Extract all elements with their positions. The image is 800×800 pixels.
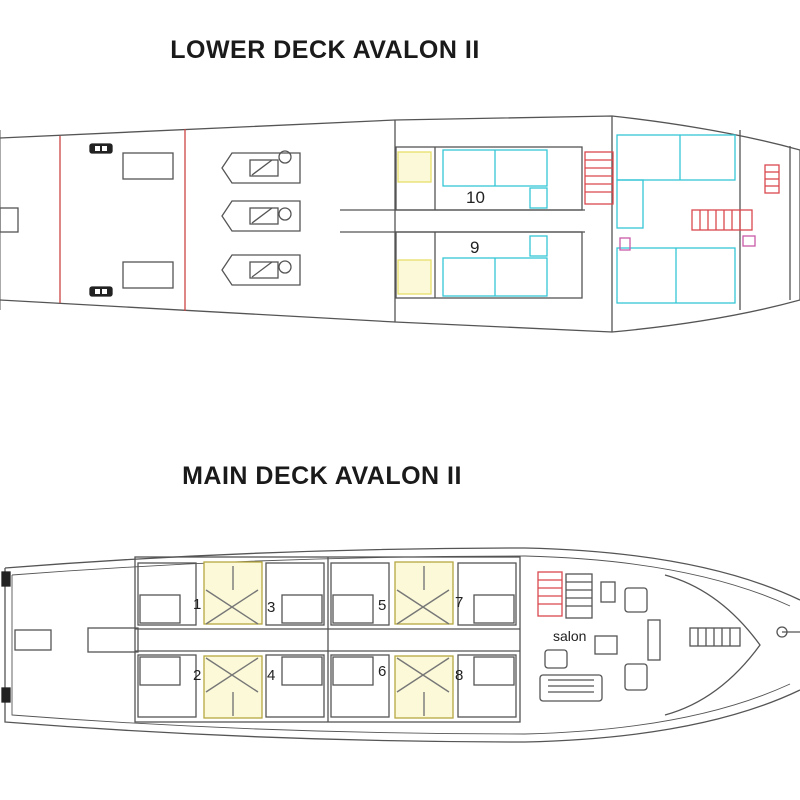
cabin-6 [330, 654, 390, 718]
cabin-2 [137, 654, 197, 718]
cabin-number: 4 [267, 667, 275, 684]
cabin-number: 10 [466, 188, 485, 207]
cabin-number: 1 [193, 596, 201, 613]
main-deck-hull [4, 547, 800, 743]
cabin-number: 3 [267, 599, 275, 616]
storage-box [0, 207, 19, 233]
salon-seat [624, 663, 648, 691]
stairs-icon [537, 571, 563, 617]
cabin-number: 5 [378, 597, 386, 614]
engine-icon [221, 150, 301, 184]
bollard-icon [1, 687, 11, 703]
cabin-number: 9 [470, 238, 479, 257]
cabin-9 [395, 231, 583, 299]
cabin-number: 6 [378, 663, 386, 680]
bollard-icon [89, 286, 113, 297]
cabin-number: 2 [193, 667, 201, 684]
lower-deck-plan [0, 115, 800, 333]
stairs-icon [565, 573, 593, 619]
gangway [689, 627, 741, 647]
tank-box [122, 261, 174, 289]
lower-deck-title: LOWER DECK AVALON II [170, 36, 480, 64]
salon-seat [544, 649, 568, 669]
engine-icon [221, 200, 301, 232]
salon-seat [600, 581, 616, 603]
cabin-3 [265, 562, 325, 626]
cabin-8 [457, 654, 517, 718]
main-deck-plan [1, 547, 800, 743]
cabin-number: 8 [455, 667, 463, 684]
lower-deck-hull [0, 115, 800, 333]
salon-sofa [539, 674, 603, 702]
cabin-4 [265, 654, 325, 718]
bollard-icon [1, 571, 11, 587]
cabin-1 [137, 562, 197, 626]
cabin-7 [457, 562, 517, 626]
salon-seat [624, 587, 648, 613]
main-deck-title: MAIN DECK AVALON II [182, 462, 462, 490]
cabin-number: 7 [455, 594, 463, 611]
cabin-5 [330, 562, 390, 626]
cabin-10 [395, 146, 583, 211]
stairs-icon [584, 151, 614, 205]
tank-box [122, 152, 174, 180]
salon-counter [647, 619, 661, 661]
salon-label: salon [553, 628, 586, 644]
bollard-icon [89, 143, 113, 154]
engine-icon [221, 254, 301, 286]
